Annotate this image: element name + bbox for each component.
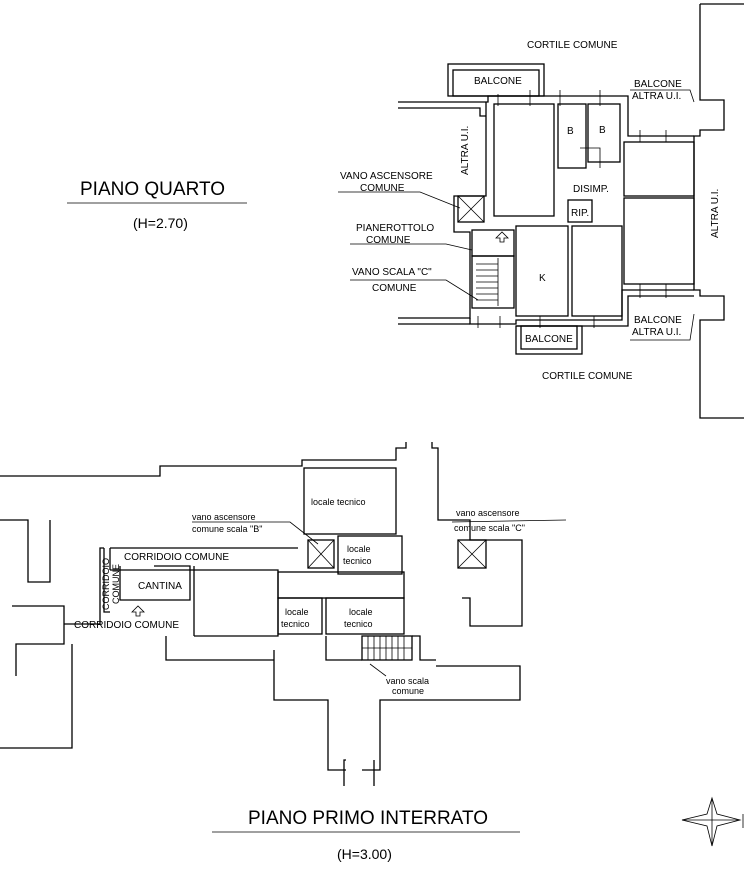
piano-interrato-plan: locale tecnico locale tecnico locale tec… bbox=[0, 442, 567, 862]
piano-quarto-title: PIANO QUARTO bbox=[80, 179, 225, 200]
compass-star-icon bbox=[681, 796, 744, 847]
label-vano-scala-2: COMUNE bbox=[372, 283, 417, 294]
label-corridoio-top: CORRIDOIO COMUNE bbox=[124, 552, 229, 563]
label-b2: B bbox=[599, 125, 606, 136]
label-locale-3b: tecnico bbox=[344, 619, 373, 629]
piano-quarto-plan: PIANO QUARTO (H=2.70) bbox=[67, 3, 744, 419]
label-vano-scala-1: vano scala bbox=[386, 676, 429, 686]
label-balcone-altra-bottom-2: ALTRA U.I. bbox=[632, 327, 681, 338]
label-balcone-top: BALCONE bbox=[474, 76, 522, 87]
piano-interrato-height: (H=3.00) bbox=[337, 846, 392, 862]
label-vano-scala-2: comune bbox=[392, 686, 424, 696]
label-pianerottolo-1: PIANEROTTOLO bbox=[356, 223, 434, 234]
label-corridoio-vert-2: COMUNE bbox=[111, 564, 121, 604]
label-disimp: DISIMP. bbox=[573, 184, 609, 195]
piano-interrato-title: PIANO PRIMO INTERRATO bbox=[248, 808, 488, 829]
piano-quarto-height: (H=2.70) bbox=[133, 215, 188, 231]
label-locale-2a: locale bbox=[285, 607, 309, 617]
label-balcone-bottom: BALCONE bbox=[525, 334, 573, 345]
label-locale-1b: tecnico bbox=[343, 556, 372, 566]
basement-walls bbox=[0, 442, 567, 786]
label-pianerottolo-2: COMUNE bbox=[366, 235, 411, 246]
label-b1: B bbox=[567, 126, 574, 137]
label-vano-asc-c-1: vano ascensore bbox=[456, 508, 520, 518]
label-corridoio-bottom: CORRIDOIO COMUNE bbox=[74, 620, 179, 631]
label-locale-tecnico-top: locale tecnico bbox=[311, 497, 366, 507]
label-cortile-top: CORTILE COMUNE bbox=[527, 40, 618, 51]
label-locale-1a: locale bbox=[347, 544, 371, 554]
label-vano-ascensore-1: VANO ASCENSORE bbox=[340, 171, 433, 182]
label-altra-ui-right: ALTRA U.I. bbox=[710, 189, 721, 238]
label-corridoio-vert-1: CORRIDOIO bbox=[101, 558, 111, 610]
label-balcone-altra-top-2: ALTRA U.I. bbox=[632, 91, 681, 102]
label-vano-asc-b-2: comune scala "B" bbox=[192, 524, 262, 534]
label-vano-asc-c-2: comune scala "C" bbox=[454, 523, 525, 533]
label-vano-scala-1: VANO SCALA "C" bbox=[352, 267, 432, 278]
label-locale-2b: tecnico bbox=[281, 619, 310, 629]
label-balcone-altra-bottom-1: BALCONE bbox=[634, 315, 682, 326]
label-balcone-altra-top-1: BALCONE bbox=[634, 79, 682, 90]
label-rip: RIP. bbox=[571, 208, 589, 219]
label-k: K bbox=[539, 273, 546, 284]
label-locale-3a: locale bbox=[349, 607, 373, 617]
label-vano-ascensore-2: COMUNE bbox=[360, 183, 405, 194]
label-cortile-bottom: CORTILE COMUNE bbox=[542, 371, 633, 382]
label-cantina: CANTINA bbox=[138, 581, 182, 592]
apartment-walls bbox=[338, 63, 695, 355]
label-altra-ui-left: ALTRA U.I. bbox=[460, 126, 471, 175]
label-vano-asc-b-1: vano ascensore bbox=[192, 512, 256, 522]
